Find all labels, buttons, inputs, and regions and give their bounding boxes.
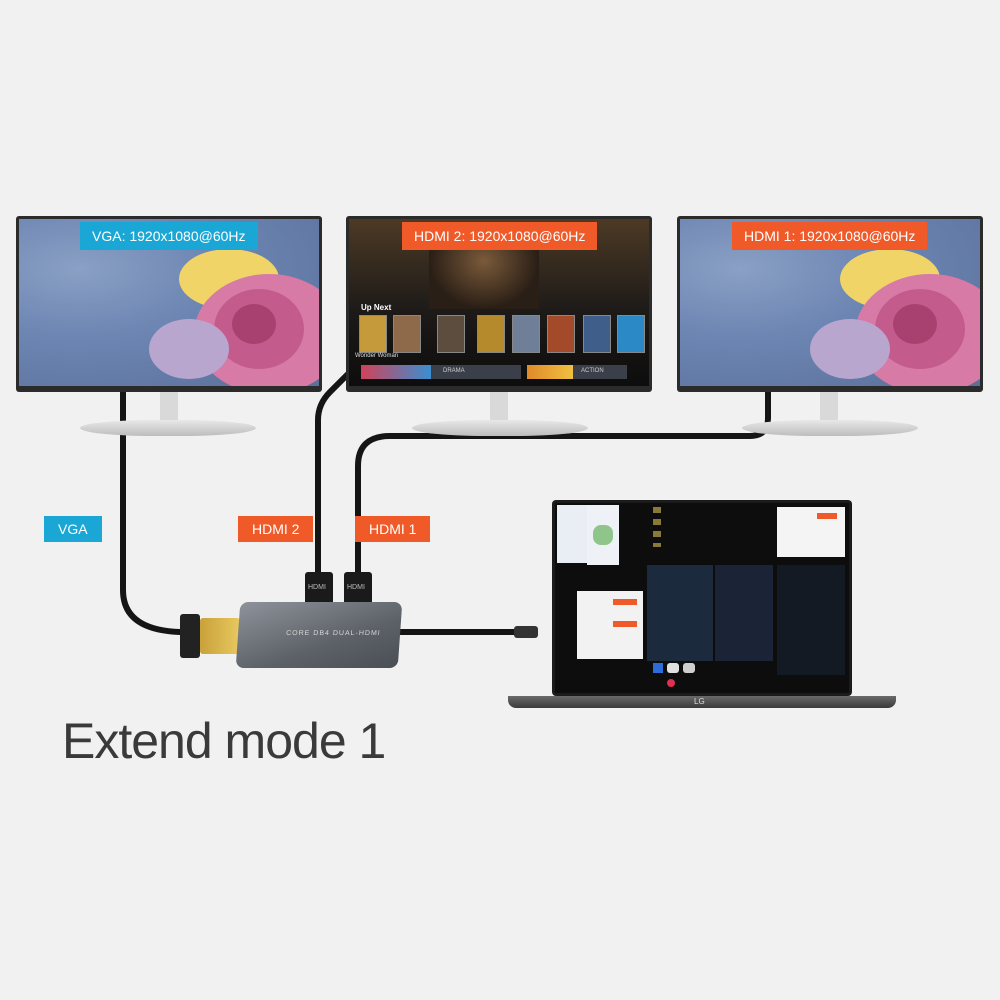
- laptop-screen: [555, 503, 849, 693]
- laptop-panel-2[interactable]: [715, 565, 773, 661]
- action-label: ACTION: [581, 368, 604, 374]
- poster-6[interactable]: [547, 315, 575, 353]
- usb-c-hub: CORE DB4 DUAL-HDMI: [235, 602, 403, 668]
- drama-row[interactable]: DRAMA: [361, 365, 521, 379]
- window3-accent: [817, 513, 837, 519]
- hdmi2-resolution-badge: HDMI 2: 1920x1080@60Hz: [402, 222, 598, 250]
- vga-connector: [200, 618, 240, 654]
- poster-5[interactable]: [512, 315, 540, 353]
- laptop-window-3[interactable]: [777, 507, 845, 557]
- window4-accent-2: [613, 621, 637, 627]
- hub-brand-text: CORE DB4 DUAL-HDMI: [285, 630, 381, 637]
- map-graphic: [593, 525, 613, 545]
- laptop-base: LG: [508, 696, 896, 708]
- laptop-window-1[interactable]: [557, 505, 587, 563]
- action-row[interactable]: ACTION: [527, 365, 627, 379]
- center-monitor-neck: [490, 392, 508, 422]
- left-monitor-stand: [80, 420, 256, 436]
- taskbar-icon-2[interactable]: [667, 663, 679, 673]
- usb-c-plug: [514, 626, 538, 638]
- drama-thumb: [361, 365, 431, 379]
- left-monitor-screen: [19, 219, 319, 386]
- laptop-icons: [653, 507, 661, 547]
- vga-resolution-badge: VGA: 1920x1080@60Hz: [80, 222, 258, 250]
- rose-wallpaper: [149, 249, 319, 386]
- left-monitor-neck: [160, 392, 178, 422]
- poster-7[interactable]: [583, 315, 611, 353]
- poster-caption: Wonder Woman: [355, 353, 399, 359]
- poster-3[interactable]: [437, 315, 465, 353]
- hdmi1-plug-text: HDMI: [347, 584, 365, 591]
- rose-wallpaper-right: [810, 249, 980, 386]
- poster-8[interactable]: [617, 315, 645, 353]
- laptop-lid: [552, 500, 852, 696]
- taskbar-icon-1[interactable]: [653, 663, 663, 673]
- mode-caption: Extend mode 1: [62, 713, 386, 769]
- taskbar-icon-4[interactable]: [667, 679, 675, 687]
- taskbar-icon-3[interactable]: [683, 663, 695, 673]
- poster-4[interactable]: [477, 315, 505, 353]
- up-next-label: Up Next: [361, 303, 392, 312]
- hdmi2-cable-label: HDMI 2: [238, 516, 314, 542]
- hdmi2-plug-text: HDMI: [308, 584, 326, 591]
- action-thumb: [527, 365, 573, 379]
- vga-plug-shell: [180, 614, 200, 658]
- right-monitor-stand: [742, 420, 918, 436]
- poster-2[interactable]: [393, 315, 421, 353]
- vga-cable-label: VGA: [44, 516, 102, 542]
- laptop-panel-1[interactable]: [647, 565, 713, 661]
- poster-row: [357, 315, 647, 355]
- laptop-brand: LG: [694, 697, 705, 706]
- hdmi1-resolution-badge: HDMI 1: 1920x1080@60Hz: [732, 222, 928, 250]
- laptop-window-2[interactable]: [587, 505, 619, 565]
- laptop-panel-3[interactable]: [777, 565, 845, 675]
- right-monitor-screen: [680, 219, 980, 386]
- center-monitor-stand: [412, 420, 588, 436]
- right-monitor-neck: [820, 392, 838, 422]
- laptop-window-4[interactable]: [577, 591, 643, 659]
- vga-cable: [120, 390, 185, 635]
- hdmi2-cable: [315, 369, 353, 575]
- hdmi2-plug: HDMI: [305, 572, 333, 606]
- drama-label: DRAMA: [443, 368, 465, 374]
- hdmi1-cable-label: HDMI 1: [355, 516, 431, 542]
- poster-1[interactable]: [359, 315, 387, 353]
- window4-accent: [613, 599, 637, 605]
- hdmi1-plug: HDMI: [344, 572, 372, 606]
